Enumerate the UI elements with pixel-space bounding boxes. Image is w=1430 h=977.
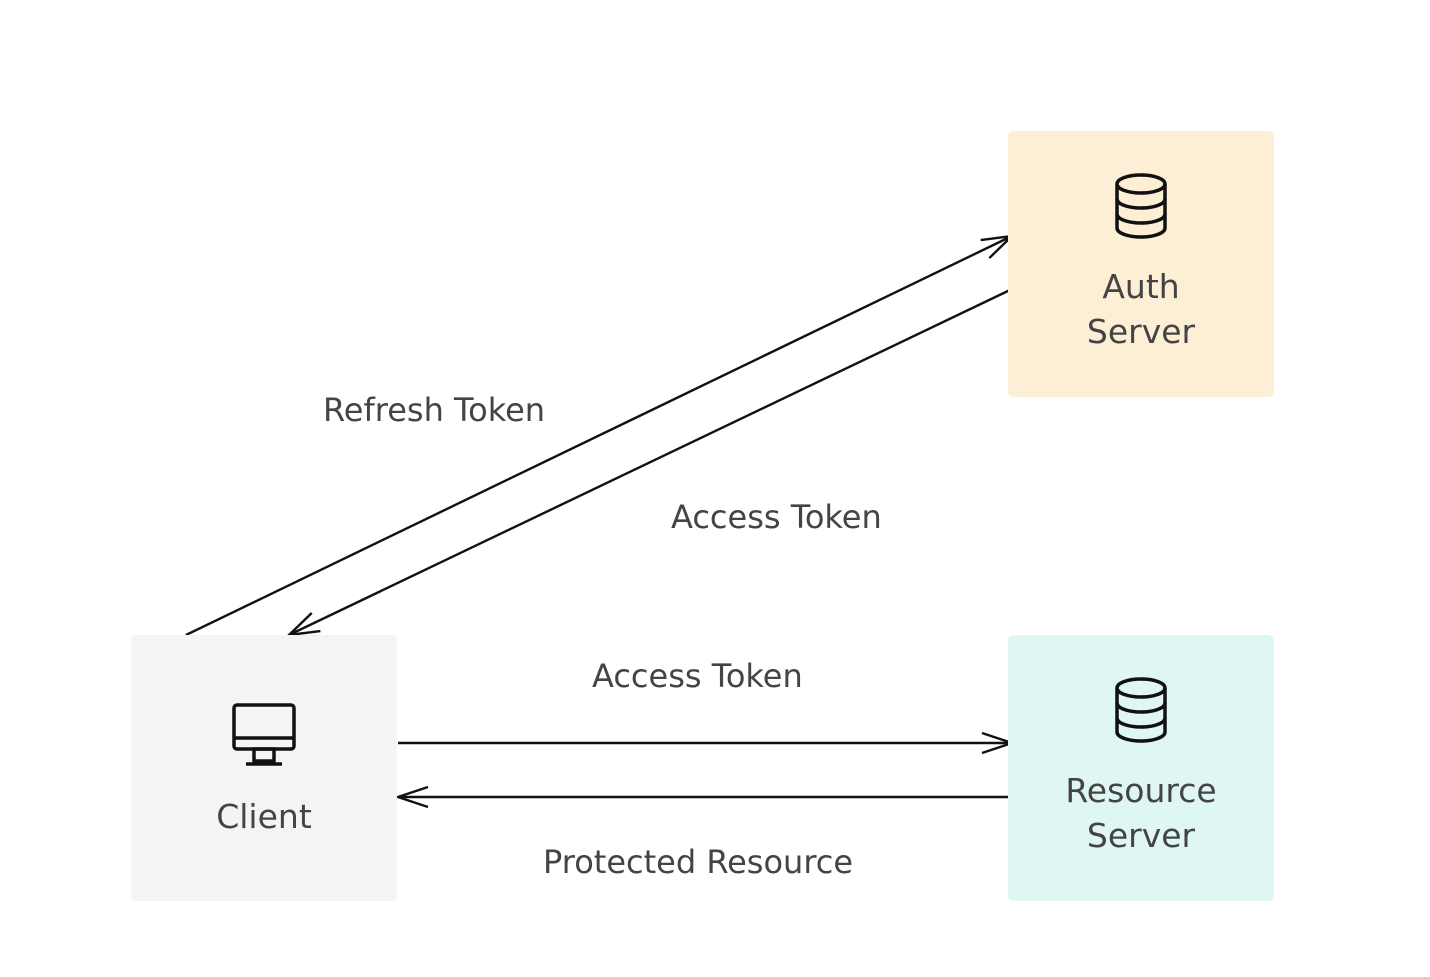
node-label-line: Server xyxy=(1086,816,1196,855)
database-icon xyxy=(1114,677,1168,747)
node-label: Resource Server xyxy=(1008,768,1274,858)
node-label-line: Client xyxy=(216,797,312,836)
edge-label-refresh-token: Refresh Token xyxy=(323,391,546,429)
database-icon xyxy=(1114,173,1168,243)
edge-label-access-token-resource: Access Token xyxy=(592,657,803,695)
monitor-icon xyxy=(232,703,296,771)
edge-label-access-token-auth: Access Token xyxy=(671,498,882,536)
edge-refresh-token xyxy=(185,236,1012,637)
node-label: Auth Server xyxy=(1008,264,1274,354)
node-resource-server[interactable]: Resource Server xyxy=(1008,635,1274,901)
node-label-line: Resource xyxy=(1065,771,1217,810)
node-auth-server[interactable]: Auth Server xyxy=(1008,131,1274,397)
node-label: Client xyxy=(131,794,397,839)
node-label-line: Server xyxy=(1086,312,1196,351)
edge-access-token-to-client xyxy=(289,288,1011,635)
node-client[interactable]: Client xyxy=(131,635,397,901)
edge-label-protected-resource: Protected Resource xyxy=(543,843,854,881)
node-label-line: Auth xyxy=(1102,267,1180,306)
